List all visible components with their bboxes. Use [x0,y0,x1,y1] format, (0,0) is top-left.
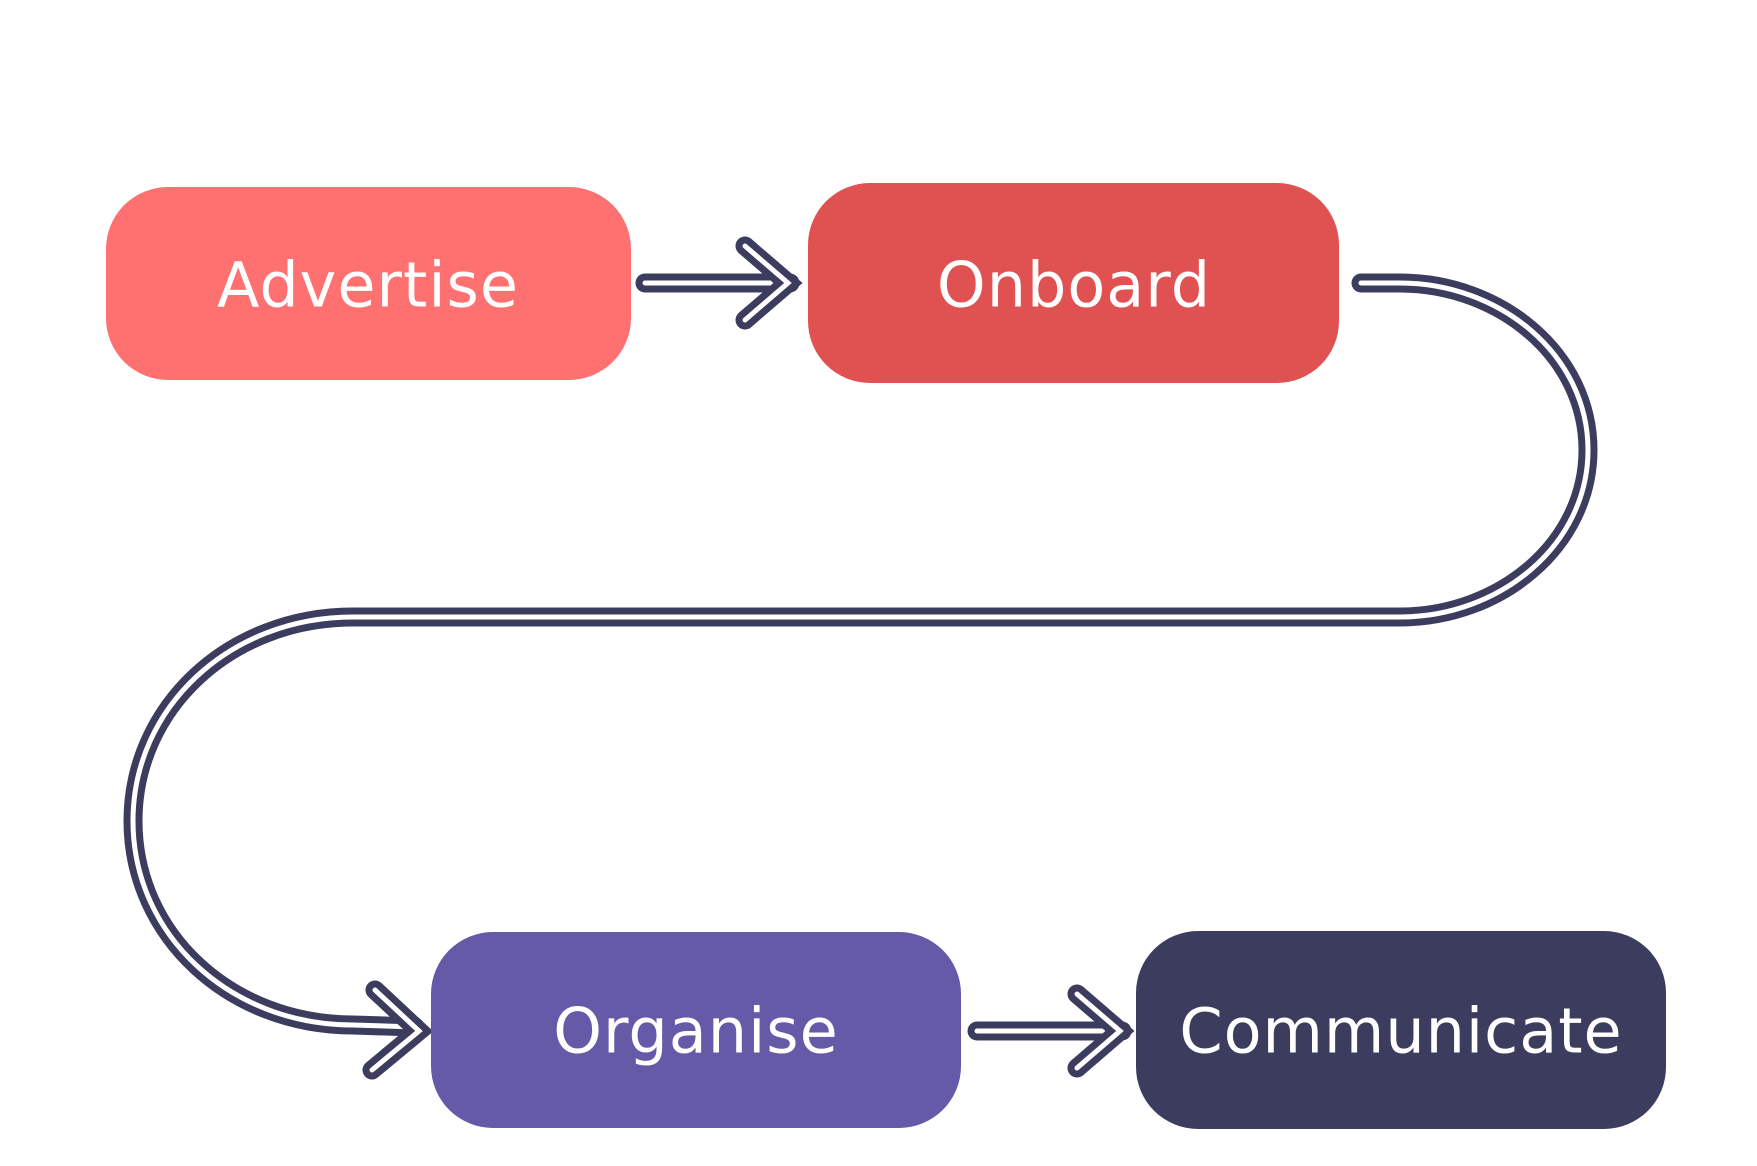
node-organise[interactable]: Organise [431,932,961,1128]
connectors [123,236,1598,1080]
node-communicate-label: Communicate [1179,995,1622,1068]
node-organise-box[interactable] [431,932,961,1128]
edge-line [123,273,1598,1037]
edge-onboard-organise [123,273,1598,1080]
node-advertise-box[interactable] [106,187,631,380]
edge-organise-communicate [967,984,1135,1078]
edge-advertise-onboard [635,236,803,330]
node-communicate-box[interactable] [1136,931,1666,1129]
nodes: Advertise Onboard Organise Communicate [106,183,1666,1129]
node-advertise[interactable]: Advertise [106,187,631,380]
node-communicate[interactable]: Communicate [1136,931,1666,1129]
node-onboard[interactable]: Onboard [808,183,1339,383]
node-onboard-label: Onboard [937,249,1211,322]
node-advertise-label: Advertise [217,249,519,322]
node-organise-label: Organise [553,995,839,1068]
node-onboard-box[interactable] [808,183,1339,383]
